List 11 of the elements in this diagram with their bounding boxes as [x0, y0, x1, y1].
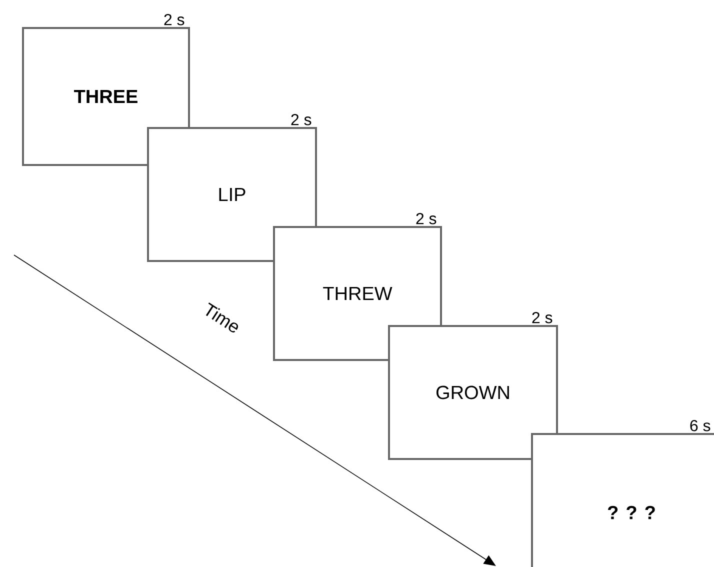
duration-label: 2 s [291, 114, 312, 126]
stimulus-screen: THREE [22, 27, 190, 166]
axis-label: Time [206, 302, 238, 332]
duration-label: 2 s [532, 312, 552, 324]
stimulus-screen: ? ? ? [531, 433, 714, 567]
stimulus-screen: THREW [273, 226, 442, 361]
stimulus-screen: LIP [147, 127, 317, 262]
duration-label: 2 s [416, 212, 436, 224]
stimulus-screen: GROWN [388, 325, 558, 460]
duration-label: 6 s [690, 420, 710, 432]
duration-label: 2 s [164, 14, 184, 26]
